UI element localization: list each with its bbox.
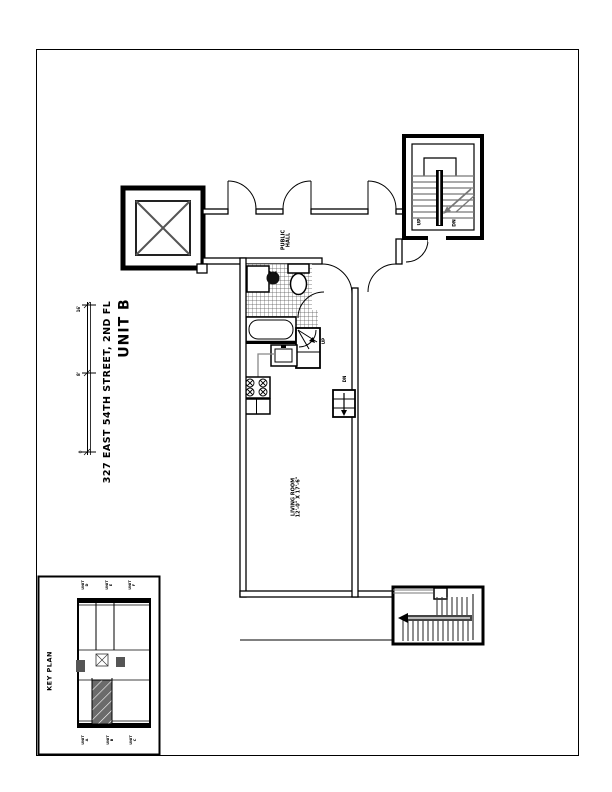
- key-unit-top-1: UNIT D: [81, 580, 90, 589]
- key-unit-top-3: UNIT F: [128, 580, 137, 589]
- key-unit-bottom-1: UNIT A: [81, 735, 90, 744]
- kitchen: [240, 342, 298, 415]
- key-unit-bottom-2-l2: B: [110, 738, 114, 742]
- winder-up-label: UP: [320, 337, 326, 345]
- living-room-walls: [239, 257, 394, 641]
- key-unit-bottom-2: UNIT B: [106, 735, 115, 744]
- winder-stair: [295, 327, 321, 369]
- key-unit-top-2: UNIT E: [105, 580, 114, 589]
- interior-steps: [332, 389, 356, 418]
- key-unit-bottom-3: UNIT C: [129, 735, 138, 744]
- scale-tick-0: 0: [77, 450, 83, 454]
- public-hall-walls: [196, 208, 404, 274]
- stair-lower: [391, 585, 485, 646]
- steps-dn-label: DN: [341, 375, 347, 383]
- public-hall-label: PUBLIC HALL: [281, 230, 293, 250]
- scale-bar: [82, 301, 96, 456]
- living-room-dim: 12'-0" X 17'-6": [296, 476, 302, 518]
- living-room-label: LIVING ROOM 12'-0" X 17'-6": [291, 476, 303, 518]
- stair-dn-label: DN: [452, 219, 458, 227]
- address-title: 327 EAST 54TH STREET, 2ND FL: [101, 300, 113, 484]
- key-unit-bottom-3-l2: C: [133, 738, 137, 742]
- stair-up-label: UP: [417, 218, 423, 226]
- key-plan-title: KEY PLAN: [45, 651, 54, 691]
- sheet-border: [36, 49, 579, 756]
- key-unit-bottom-1-l2: A: [85, 738, 89, 742]
- key-unit-top-3-l2: F: [132, 583, 136, 587]
- public-hall-line2: HALL: [286, 232, 292, 248]
- unit-title: UNIT B: [116, 298, 133, 358]
- scale-tick-16: 16': [75, 305, 81, 313]
- key-plan: [37, 575, 161, 756]
- scale-tick-8: 8': [75, 371, 81, 377]
- key-unit-top-1-l2: D: [85, 583, 89, 587]
- key-unit-top-2-l2: E: [109, 583, 113, 587]
- elevator: [120, 185, 206, 271]
- public-hall-doors: [227, 180, 429, 295]
- stair-upper: [402, 134, 484, 242]
